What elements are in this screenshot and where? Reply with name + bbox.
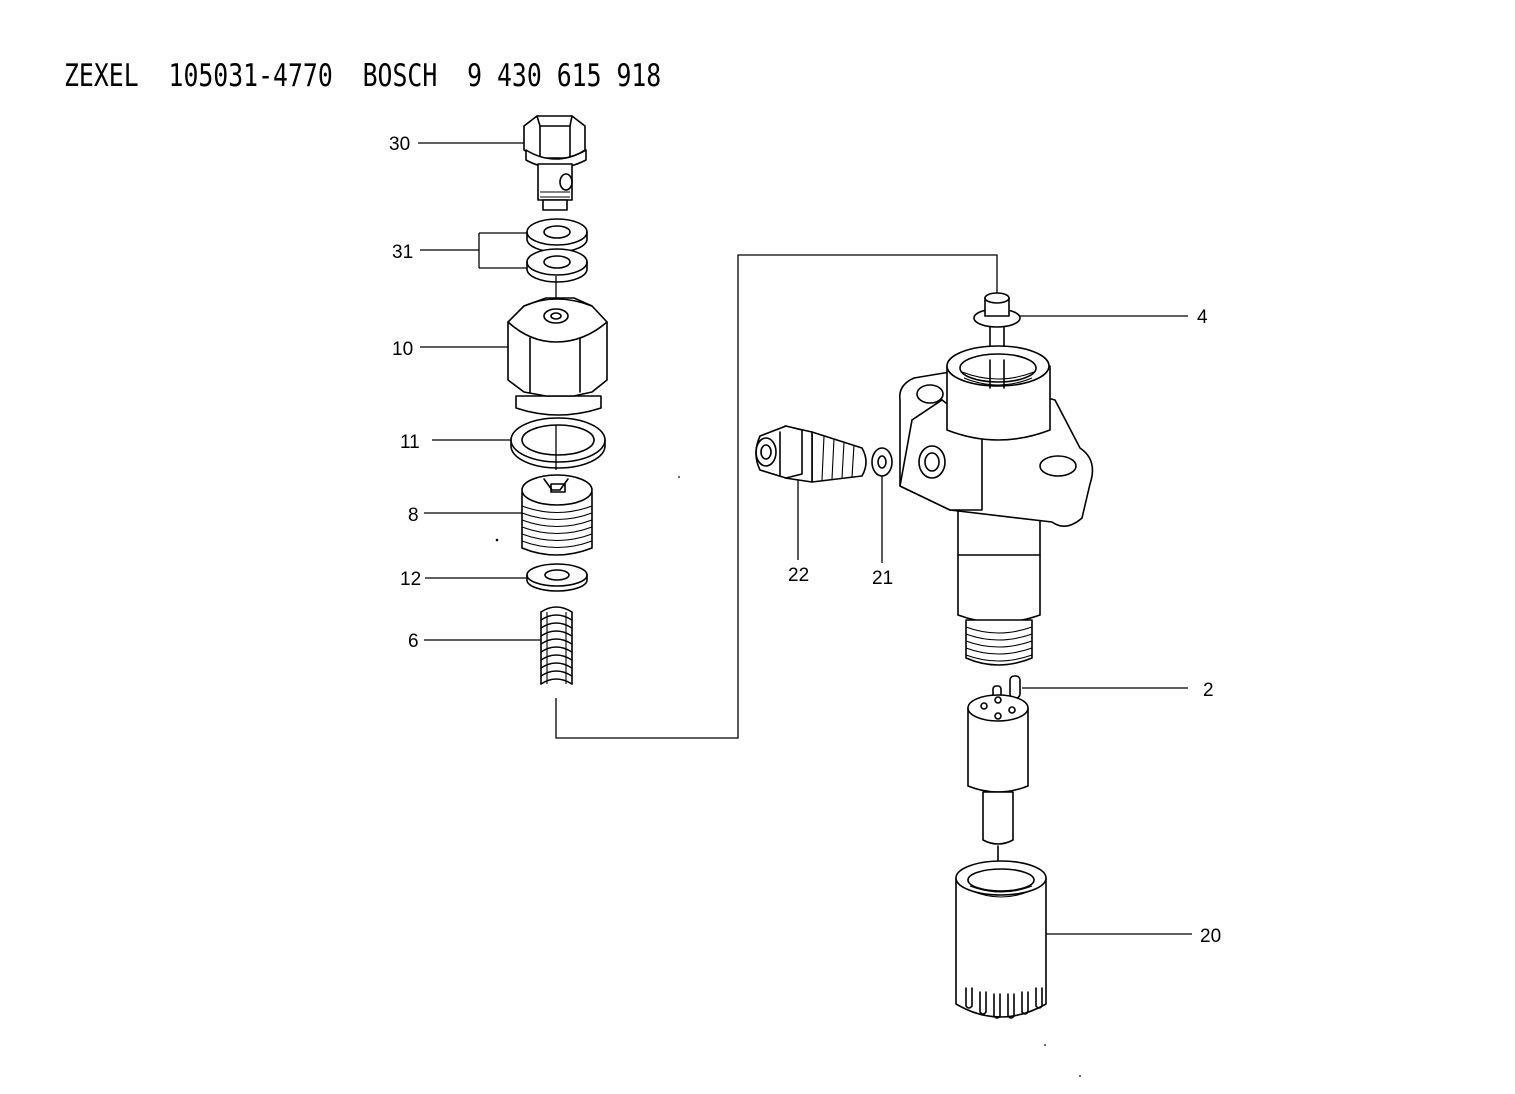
part-8-spring-seat <box>521 474 593 556</box>
part-31-gasket-lower <box>526 248 588 283</box>
part-22-inlet-connector <box>755 425 867 483</box>
part-30-hollow-screw <box>523 115 587 211</box>
callout-22: 22 <box>788 565 809 586</box>
callout-12: 12 <box>400 569 421 590</box>
callout-31: 31 <box>392 242 413 263</box>
callout-21: 21 <box>872 568 893 589</box>
scan-speck <box>1079 1075 1081 1077</box>
part-10-retaining-nut <box>507 297 608 416</box>
callout-8: 8 <box>408 505 419 526</box>
diagram-title: ZEXEL 105031-4770 BOSCH 9 430 615 918 <box>64 58 662 94</box>
part-11-seal-ring <box>510 417 606 469</box>
callout-20: 20 <box>1200 926 1221 947</box>
callout-4: 4 <box>1197 307 1208 328</box>
callout-6: 6 <box>408 631 419 652</box>
callout-11: 11 <box>400 432 420 453</box>
nozzle-holder-body <box>898 345 1094 666</box>
scan-speck <box>1044 1044 1046 1046</box>
scan-speck <box>495 538 499 542</box>
part-6-pressure-spring <box>540 606 573 685</box>
callout-2: 2 <box>1203 680 1214 701</box>
part-20-nozzle-nut <box>955 860 1047 1019</box>
part-12-shim <box>526 563 588 592</box>
callout-10: 10 <box>392 339 413 360</box>
part-21-washer <box>871 447 893 477</box>
callout-30: 30 <box>389 134 410 155</box>
nozzle <box>967 694 1029 867</box>
part-31-gasket-upper <box>526 218 588 253</box>
assembly-connection-line <box>555 254 998 739</box>
scan-speck <box>678 476 680 478</box>
